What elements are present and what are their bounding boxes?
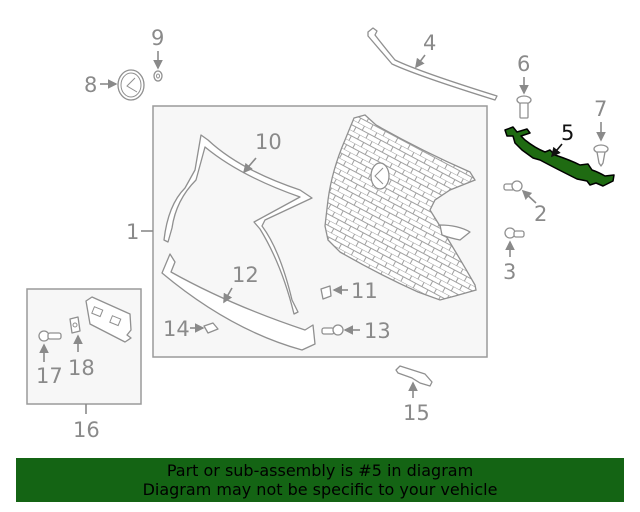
part-6-bolt[interactable]: 6 (516, 52, 532, 119)
callout-12[interactable]: 12 (232, 263, 259, 287)
parts-diagram: 1 10 12 14 11 13 (26, 26, 615, 442)
callout-15[interactable]: 15 (403, 401, 430, 425)
part-14-clip[interactable]: 14 (163, 317, 219, 341)
part-5-bracket[interactable]: 5 (504, 121, 615, 187)
part-11-retainer[interactable]: 11 (320, 279, 378, 303)
part-18-nut[interactable]: 18 (68, 316, 95, 380)
banner-disclaimer-line: Diagram may not be specific to your vehi… (142, 480, 498, 499)
callout-14[interactable]: 14 (163, 317, 190, 341)
callout-9[interactable]: 9 (151, 26, 164, 50)
callout-6[interactable]: 6 (517, 52, 530, 76)
part-4-strip[interactable]: 4 (367, 27, 498, 101)
part-17-screw[interactable]: 17 (36, 330, 63, 388)
part-15-bracket[interactable]: 15 (395, 365, 433, 425)
part-12-lower-molding[interactable]: 12 (161, 253, 316, 351)
part-10-upper-molding[interactable]: 10 (163, 130, 313, 315)
part-9-washer[interactable]: 9 (151, 26, 164, 82)
callout-18[interactable]: 18 (68, 356, 95, 380)
callout-17[interactable]: 17 (36, 364, 63, 388)
callout-4[interactable]: 4 (423, 31, 436, 55)
part-13-screw[interactable]: 13 (321, 319, 391, 343)
grille-mesh[interactable] (324, 114, 477, 301)
callout-11[interactable]: 11 (351, 279, 378, 303)
callout-3[interactable]: 3 (503, 260, 516, 284)
callout-5[interactable]: 5 (561, 121, 574, 145)
callout-8[interactable]: 8 (84, 73, 97, 97)
part-2-bolt[interactable]: 2 (503, 180, 547, 226)
callout-1[interactable]: 1 (126, 220, 139, 244)
callout-13[interactable]: 13 (364, 319, 391, 343)
sub-assembly-16-box: 16 (26, 288, 142, 442)
part-7-clip[interactable]: 7 (593, 97, 609, 167)
banner-part-line: Part or sub-assembly is #5 in diagram (166, 461, 474, 480)
callout-7[interactable]: 7 (594, 97, 607, 121)
part-3-bolt[interactable]: 3 (503, 227, 525, 284)
callout-2[interactable]: 2 (534, 202, 547, 226)
part-16-plate[interactable] (85, 296, 132, 343)
callout-10[interactable]: 10 (255, 130, 282, 154)
part-8-emblem[interactable]: 8 (84, 69, 145, 101)
diagram-notice-banner: Part or sub-assembly is #5 in diagram Di… (16, 458, 624, 502)
callout-16[interactable]: 16 (73, 418, 100, 442)
